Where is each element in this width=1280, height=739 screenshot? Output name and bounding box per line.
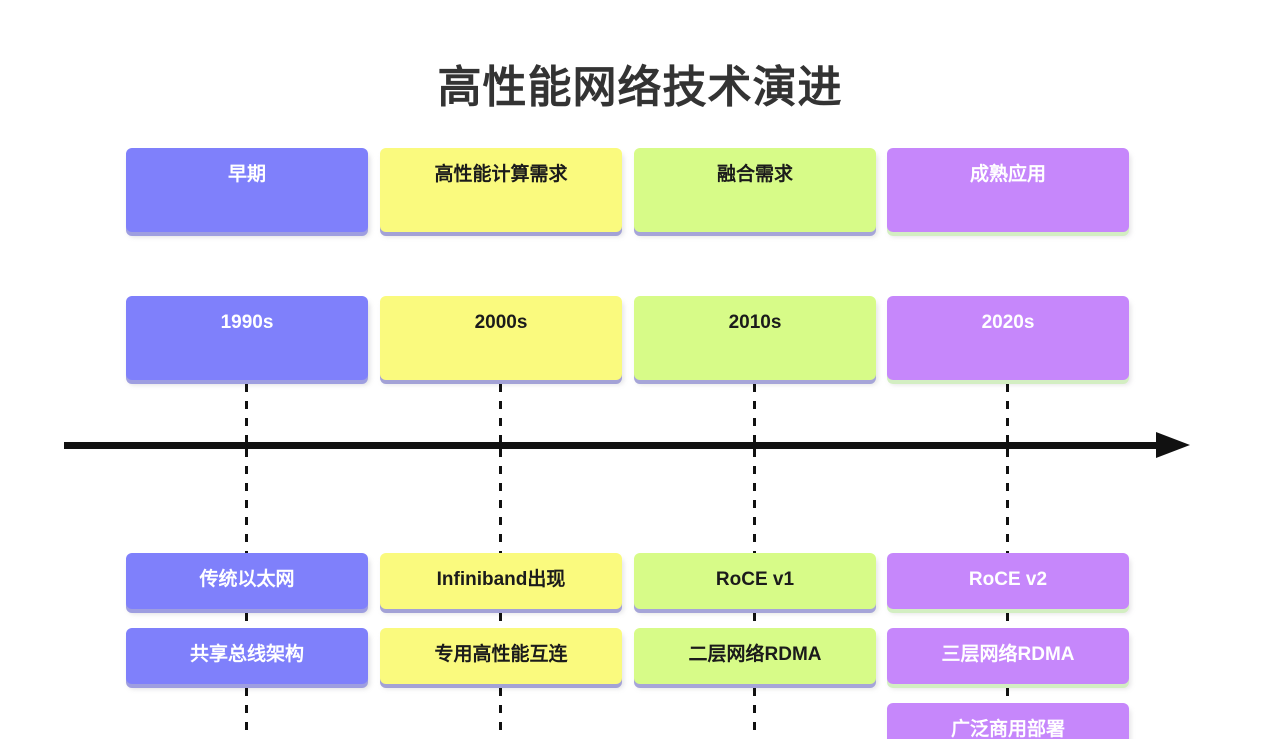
decade-label: 2000s <box>474 312 528 333</box>
connector-2010s-tail <box>753 688 756 739</box>
phase-card-1990s: 早期 <box>126 148 368 232</box>
connector-2000s-tail <box>499 688 502 739</box>
detail-card-2010s-2: 二层网络RDMA <box>634 628 876 684</box>
phase-card-2000s: 高性能计算需求 <box>380 148 622 232</box>
connector-1990s-tail <box>245 688 248 739</box>
axis-line <box>64 442 1164 449</box>
phase-card-2020s: 成熟应用 <box>887 148 1129 232</box>
detail-card-2000s-1: Infiniband出现 <box>380 553 622 609</box>
detail-card-2020s-2: 三层网络RDMA <box>887 628 1129 684</box>
connector-1990s-lower <box>245 449 248 555</box>
connector-2020s-item-2 <box>1006 688 1009 704</box>
decade-card-2010s: 2010s <box>634 296 876 380</box>
detail-label: 共享总线架构 <box>189 644 304 665</box>
timeline-axis <box>64 432 1190 458</box>
detail-card-2020s-3: 广泛商用部署 <box>887 703 1129 739</box>
detail-label: 二层网络RDMA <box>688 644 822 665</box>
connector-2010s-item <box>753 613 756 629</box>
connector-2000s-lower <box>499 449 502 555</box>
decade-card-1990s: 1990s <box>126 296 368 380</box>
phase-label: 早期 <box>227 164 266 185</box>
page-title: 高性能网络技术演进 <box>437 63 843 112</box>
connector-1990s-upper <box>245 384 248 446</box>
detail-label: 专用高性能互连 <box>434 644 568 665</box>
decade-label: 2010s <box>728 312 782 333</box>
detail-card-2010s-1: RoCE v1 <box>634 553 876 609</box>
connector-2010s-upper <box>753 384 756 446</box>
detail-label: Infiniband出现 <box>436 569 566 590</box>
detail-card-1990s-1: 传统以太网 <box>126 553 368 609</box>
arrow-right-icon <box>1156 432 1190 458</box>
connector-1990s-item <box>245 613 248 629</box>
phase-label: 融合需求 <box>716 164 793 185</box>
detail-card-2000s-2: 专用高性能互连 <box>380 628 622 684</box>
detail-card-1990s-2: 共享总线架构 <box>126 628 368 684</box>
phase-label: 高性能计算需求 <box>434 164 568 185</box>
detail-label: 传统以太网 <box>199 569 295 590</box>
phase-label: 成熟应用 <box>969 164 1046 185</box>
decade-card-2000s: 2000s <box>380 296 622 380</box>
phase-card-2010s: 融合需求 <box>634 148 876 232</box>
decade-label: 2020s <box>981 312 1035 333</box>
connector-2010s-lower <box>753 449 756 555</box>
connector-2020s-item-1 <box>1006 613 1009 629</box>
decade-label: 1990s <box>220 312 274 333</box>
detail-card-2020s-1: RoCE v2 <box>887 553 1129 609</box>
detail-label: 三层网络RDMA <box>941 644 1075 665</box>
connector-2000s-item <box>499 613 502 629</box>
connector-2000s-upper <box>499 384 502 446</box>
detail-label: 广泛商用部署 <box>950 719 1065 739</box>
decade-card-2020s: 2020s <box>887 296 1129 380</box>
detail-label: RoCE v1 <box>715 569 795 590</box>
connector-2020s-lower <box>1006 449 1009 555</box>
detail-label: RoCE v2 <box>968 569 1048 590</box>
connector-2020s-upper <box>1006 384 1009 446</box>
